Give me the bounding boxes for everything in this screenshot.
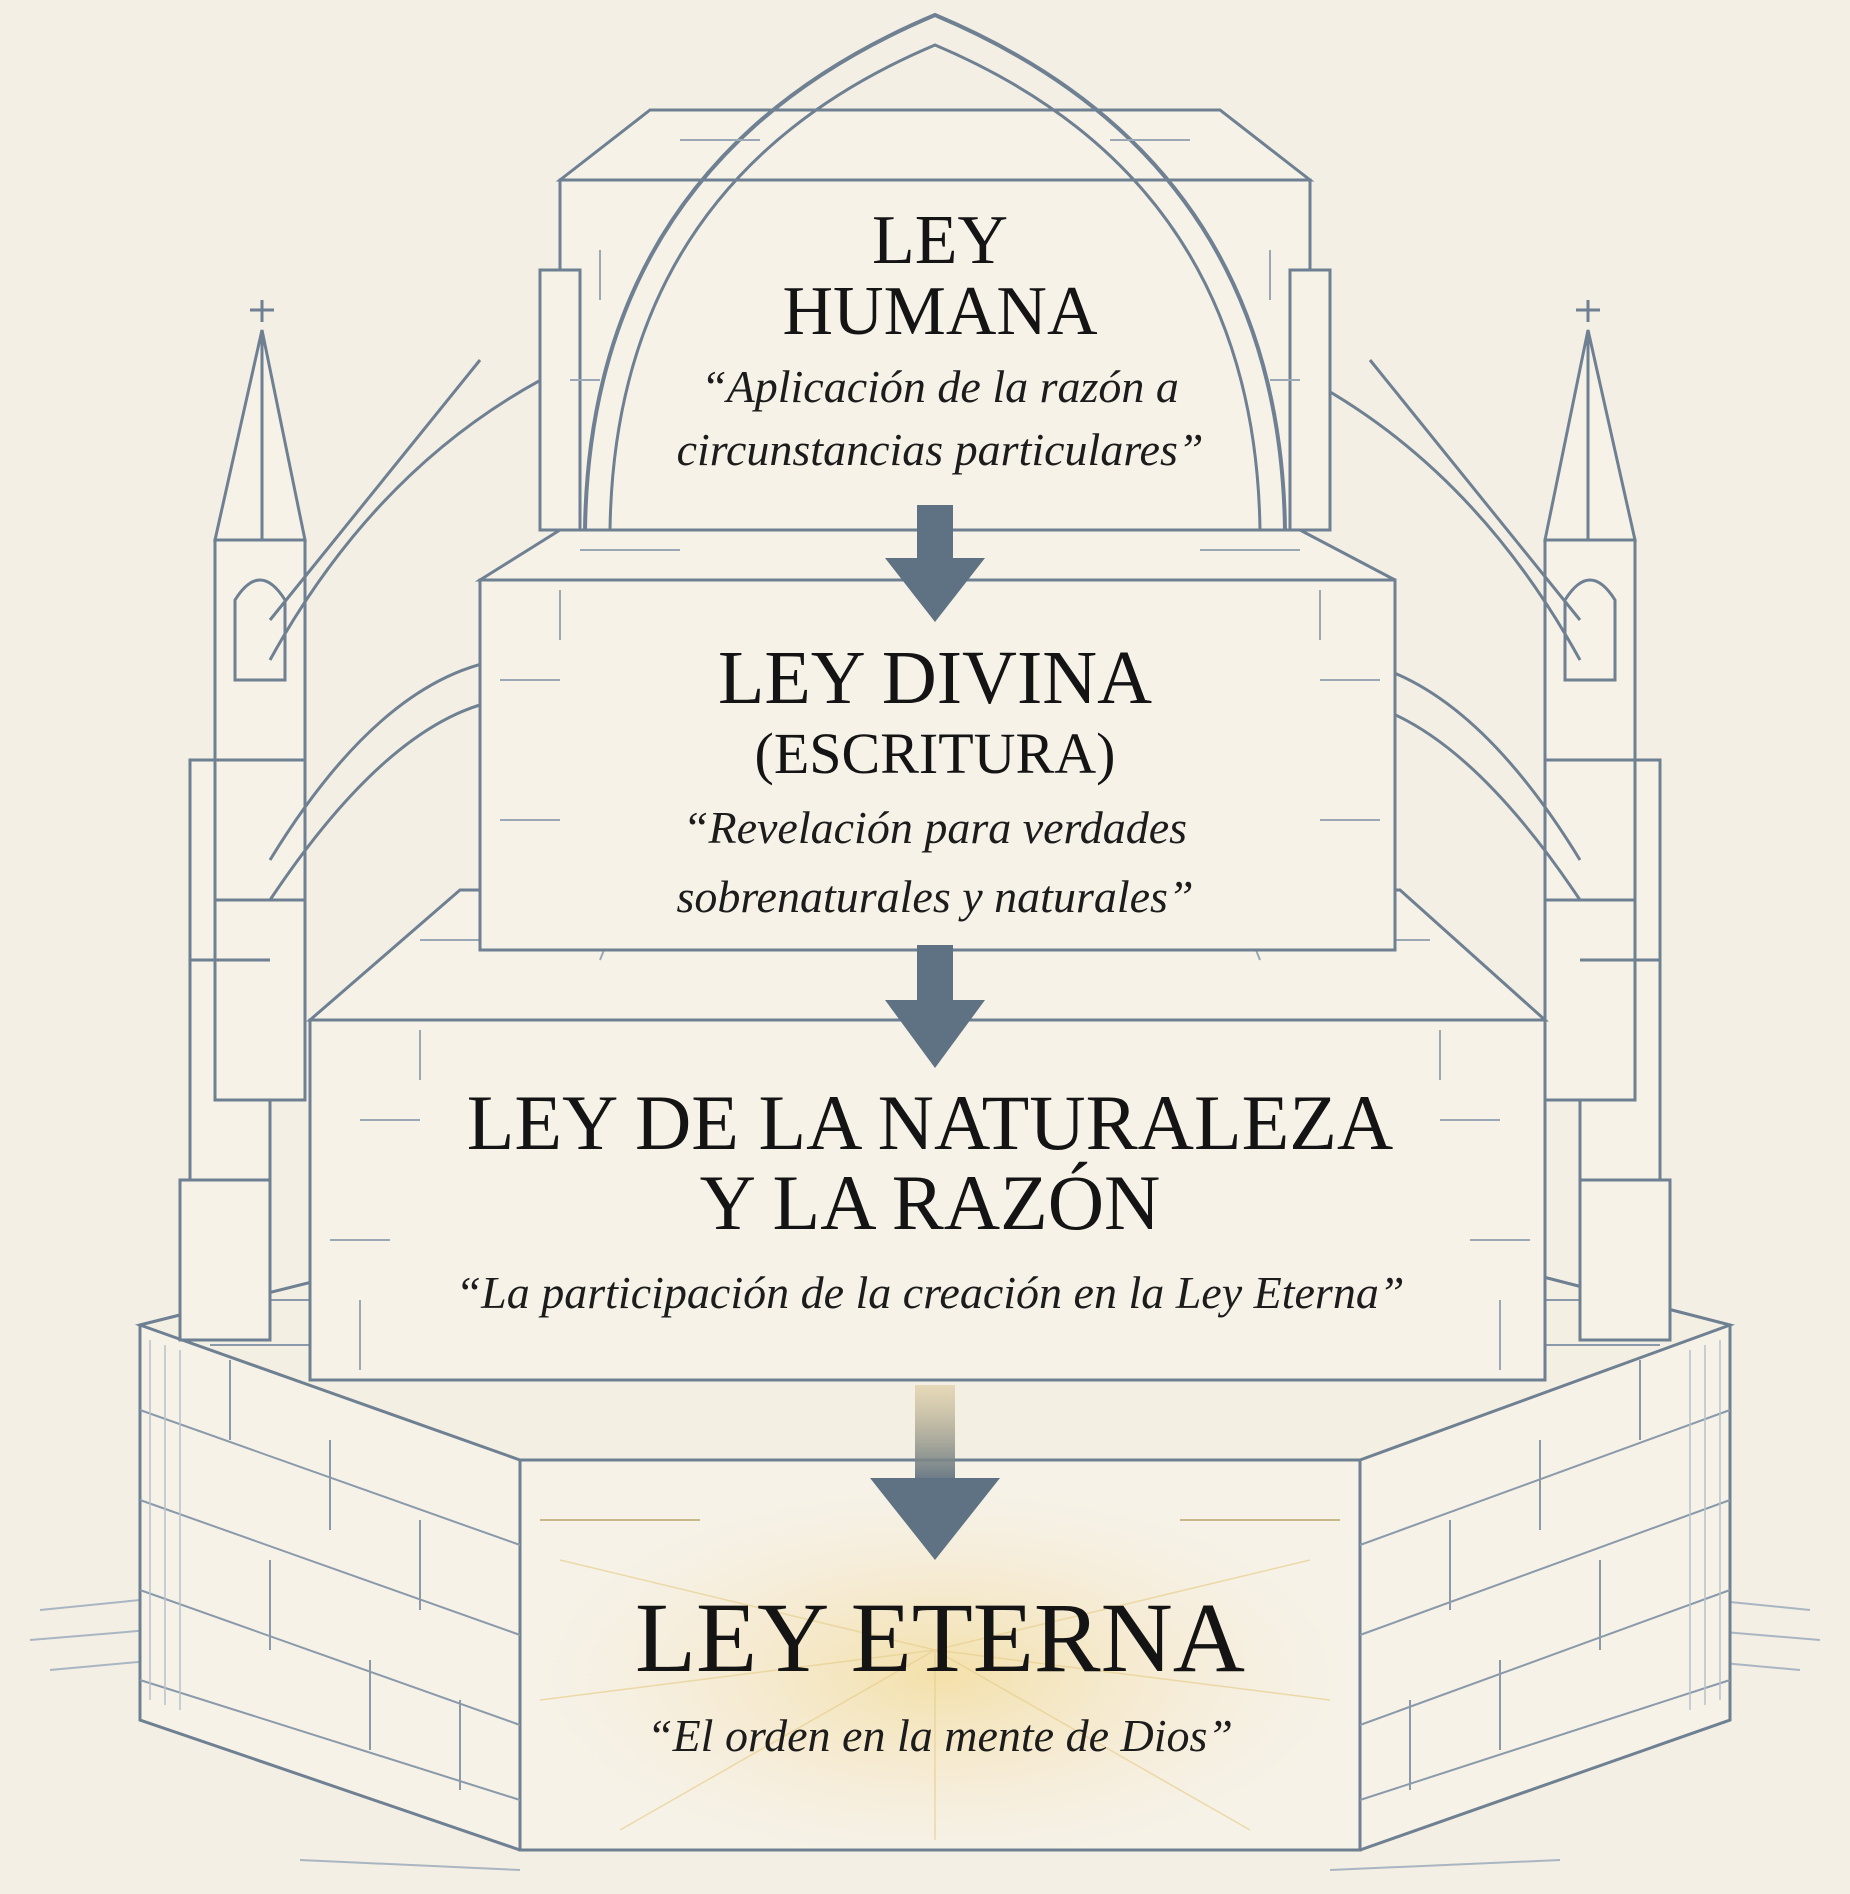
tier-quote-line: sobrenaturales y naturales” — [676, 871, 1194, 923]
block-ley-humana — [538, 12, 1332, 532]
tier-title-line: LEY DIVINA — [717, 636, 1153, 720]
down-arrow-icon — [885, 945, 985, 1068]
tier-ley-natural: LEY DE LA NATURALEZA Y LA RAZÓN “La part… — [320, 1083, 1540, 1318]
tier-quote-line: “Revelación para verdades — [682, 801, 1188, 853]
block-ley-divina — [474, 528, 1397, 952]
tier-title-line: HUMANA — [782, 273, 1098, 351]
tier-title-line: LEY — [871, 202, 1009, 279]
tier-ley-eterna: LEY ETERNA “El orden en la mente de Dios… — [530, 1587, 1350, 1761]
tier-quote-line: circunstancias particulares” — [676, 424, 1204, 476]
tier-title-line: LEY DE LA NATURALEZA — [466, 1079, 1394, 1166]
left-pinnacle-spire — [178, 300, 561, 1342]
tier-quote-line: “La participación de la creación en la L… — [455, 1267, 1405, 1319]
gothic-arch — [583, 12, 1287, 531]
tier-title-line: LEY ETERNA — [634, 1582, 1246, 1693]
tier-quote-line: “El orden en la mente de Dios” — [646, 1710, 1233, 1761]
down-arrow-icon — [885, 505, 985, 622]
glow-rays — [539, 1559, 1331, 1840]
tier-ley-divina: LEY DIVINA (ESCRITURA) “Revelación para … — [500, 636, 1370, 923]
tier-ley-humana: LEY HUMANA “Aplicación de la razón a cir… — [560, 205, 1320, 475]
tier-quote-line: “Aplicación de la razón a — [701, 360, 1179, 412]
tier-title-line: Y LA RAZÓN — [699, 1158, 1161, 1246]
down-arrow-icon — [870, 1385, 1000, 1560]
tier-subtitle-line: (ESCRITURA) — [754, 720, 1116, 786]
right-pinnacle-spire — [1289, 300, 1672, 1342]
plinth-hatch — [149, 1340, 1721, 1710]
